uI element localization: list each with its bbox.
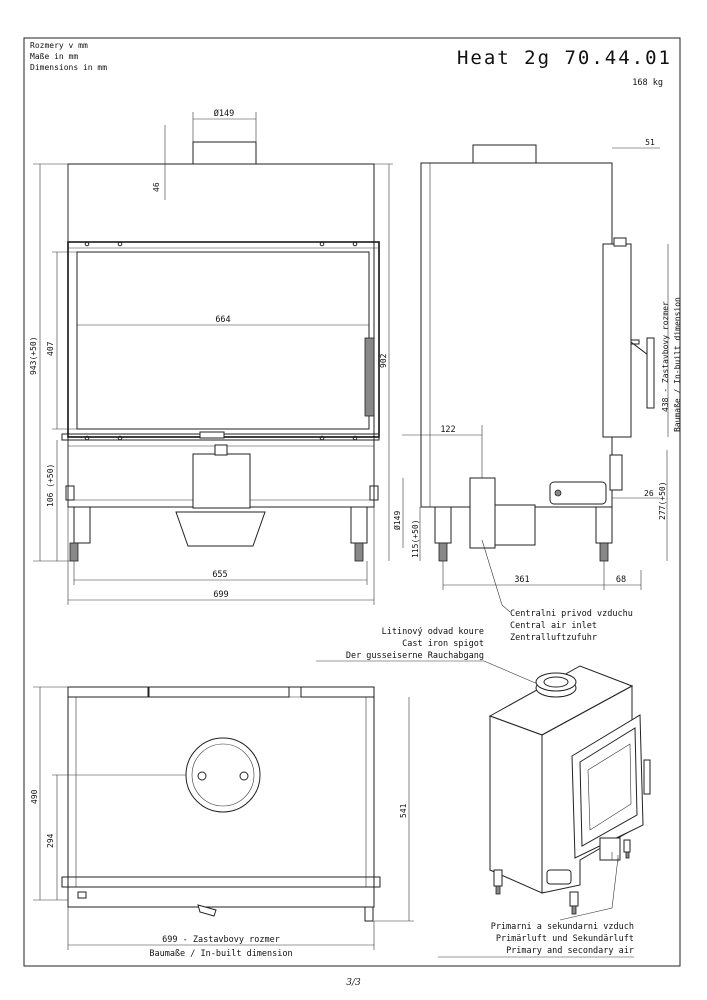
units-cs: Rozmery v mm	[30, 41, 88, 50]
dim-106: 106 (+50)	[46, 464, 55, 507]
side-flue-collar	[472, 144, 537, 164]
dim-699-cs: 699 - Zastavbovy rozmer	[162, 935, 280, 945]
top-view: 490 294 541 699 - Zastavbovy rozmer Baum…	[30, 686, 414, 959]
side-handle	[646, 337, 655, 409]
leg-left	[73, 506, 91, 544]
side-view: 51 438 - Zastavbovy rozmer Baumaße / In-…	[392, 138, 682, 613]
door-frame	[67, 241, 380, 438]
central-air-en: Central air inlet	[510, 621, 597, 631]
top-body	[67, 686, 375, 888]
dim-294: 294	[46, 833, 55, 848]
leg-right	[350, 506, 368, 544]
page-number: 3/3	[346, 978, 361, 988]
dim-943: 943(+50)	[29, 336, 38, 375]
dim-490: 490	[30, 789, 39, 804]
dim-115: 115(+50)	[411, 519, 420, 558]
spigot-de: Der gusseiserne Rauchabgang	[346, 651, 484, 661]
weight-label: 168 kg	[632, 78, 663, 88]
top-front-rail	[67, 886, 375, 908]
primary-cs: Primarni a sekundarni vzduch	[491, 922, 634, 932]
dim-361: 361	[514, 575, 529, 585]
front-view: Ø149 46 943(+50) 407 664 902 106 (+50) 6…	[29, 108, 393, 605]
iso-left	[489, 715, 543, 894]
dim-438: 438 - Zastavbovy rozmer	[661, 301, 670, 412]
air-box	[192, 453, 251, 509]
spigot-cs: Litinový odvad koure	[382, 627, 484, 637]
dim-664: 664	[215, 315, 230, 325]
side-door-profile	[602, 243, 632, 438]
primary-en: Primary and secondary air	[506, 946, 634, 956]
flue-collar	[192, 141, 257, 165]
door-glass	[76, 251, 370, 430]
dim-flue-diameter: Ø149	[214, 108, 234, 119]
central-air-de: Zentralluftzufuhr	[510, 633, 597, 643]
door-handle	[364, 337, 375, 417]
dim-122: 122	[440, 425, 455, 435]
dim-51: 51	[645, 138, 655, 147]
air-inlet-funnel	[175, 511, 266, 547]
air-control-plate	[549, 481, 607, 505]
dim-side-149: Ø149	[392, 511, 402, 530]
top-rear-flange	[148, 686, 290, 698]
dim-407: 407	[46, 341, 55, 356]
dim-541: 541	[399, 803, 408, 818]
side-body	[420, 162, 613, 508]
model-title: Heat 2g 70.44.01	[457, 47, 672, 69]
air-intake-pipe	[469, 477, 496, 549]
units-de: Maße in mm	[30, 52, 78, 61]
drawing-frame	[23, 37, 681, 967]
dim-655: 655	[212, 570, 227, 580]
units-en: Dimensions in mm	[30, 63, 107, 72]
spigot-en: Cast iron spigot	[402, 639, 484, 649]
dim-68: 68	[616, 575, 626, 585]
dim-699: 699	[213, 590, 228, 600]
dim-46: 46	[152, 182, 161, 192]
dim-277: 277(+50)	[658, 481, 667, 520]
dim-699-de-en: Baumaße / In-built dimension	[149, 949, 292, 959]
dim-902: 902	[379, 353, 388, 368]
top-flue-ring	[185, 737, 261, 813]
isometric-view	[488, 665, 651, 921]
dim-26: 26	[644, 489, 654, 498]
primary-de: Primärluft und Sekundärluft	[496, 934, 634, 944]
central-air-cs: Centralni privod vzduchu	[510, 609, 633, 619]
dim-builtin: Baumaße / In-built dimension	[673, 297, 682, 432]
